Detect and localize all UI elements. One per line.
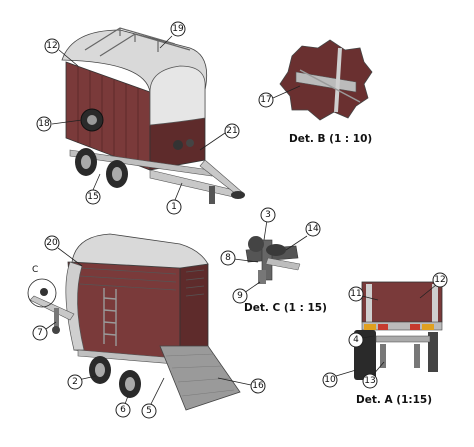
detail-c-view xyxy=(245,236,301,284)
svg-text:12: 12 xyxy=(434,275,445,285)
callout-6: 6 xyxy=(115,402,131,418)
svg-text:14: 14 xyxy=(307,224,319,234)
callout-5: 5 xyxy=(141,403,157,419)
svg-text:11: 11 xyxy=(350,289,361,299)
svg-text:6: 6 xyxy=(120,405,126,415)
callout-7: 7 xyxy=(32,325,48,341)
detail-a-view xyxy=(354,281,443,380)
callout-19: 19 xyxy=(170,21,186,37)
callout-8: 8 xyxy=(220,250,236,266)
svg-text:3: 3 xyxy=(265,210,271,220)
svg-text:1: 1 xyxy=(171,202,177,212)
svg-text:15: 15 xyxy=(87,192,98,202)
callout-21: 21 xyxy=(224,123,240,139)
svg-text:20: 20 xyxy=(46,238,58,248)
callout-11: 11 xyxy=(348,286,364,302)
svg-text:7: 7 xyxy=(37,328,43,338)
callout-15: 15 xyxy=(85,189,101,205)
svg-text:19: 19 xyxy=(172,24,184,34)
callout-20: 20 xyxy=(44,235,60,251)
callout-13: 13 xyxy=(362,373,378,389)
svg-text:16: 16 xyxy=(252,381,264,391)
svg-text:4: 4 xyxy=(353,335,359,345)
callout-3: 3 xyxy=(260,207,276,223)
callout-10: 10 xyxy=(322,372,338,388)
svg-text:2: 2 xyxy=(72,377,78,387)
detail-a-caption: Det. A (1:15) xyxy=(356,394,432,406)
callout-2: 2 xyxy=(67,374,83,390)
bottom-trailer xyxy=(27,233,241,411)
detail-c-caption: Det. C (1 : 15) xyxy=(244,302,327,314)
callout-18: 18 xyxy=(36,116,52,132)
detail-b-view xyxy=(279,39,373,121)
svg-text:13: 13 xyxy=(364,376,375,386)
callout-9: 9 xyxy=(232,288,248,304)
svg-text:5: 5 xyxy=(146,406,152,416)
svg-text:18: 18 xyxy=(38,119,50,129)
svg-text:17: 17 xyxy=(260,95,271,105)
svg-text:12: 12 xyxy=(46,41,57,51)
svg-text:10: 10 xyxy=(324,375,336,385)
svg-text:8: 8 xyxy=(225,253,231,263)
callout-12-detail-a: 12 xyxy=(432,272,448,288)
detail-c-marker: C xyxy=(32,265,38,275)
callout-17: 17 xyxy=(258,92,274,108)
top-trailer xyxy=(61,27,245,204)
callout-4: 4 xyxy=(348,332,364,348)
callout-12-top: 12 xyxy=(44,38,60,54)
leader-lines xyxy=(45,35,437,407)
detail-b-caption: Det. B (1 : 10) xyxy=(289,133,372,145)
callout-1: 1 xyxy=(166,199,182,215)
callout-14: 14 xyxy=(305,221,321,237)
svg-text:21: 21 xyxy=(226,126,237,136)
svg-text:9: 9 xyxy=(237,291,243,301)
callout-16: 16 xyxy=(250,378,266,394)
